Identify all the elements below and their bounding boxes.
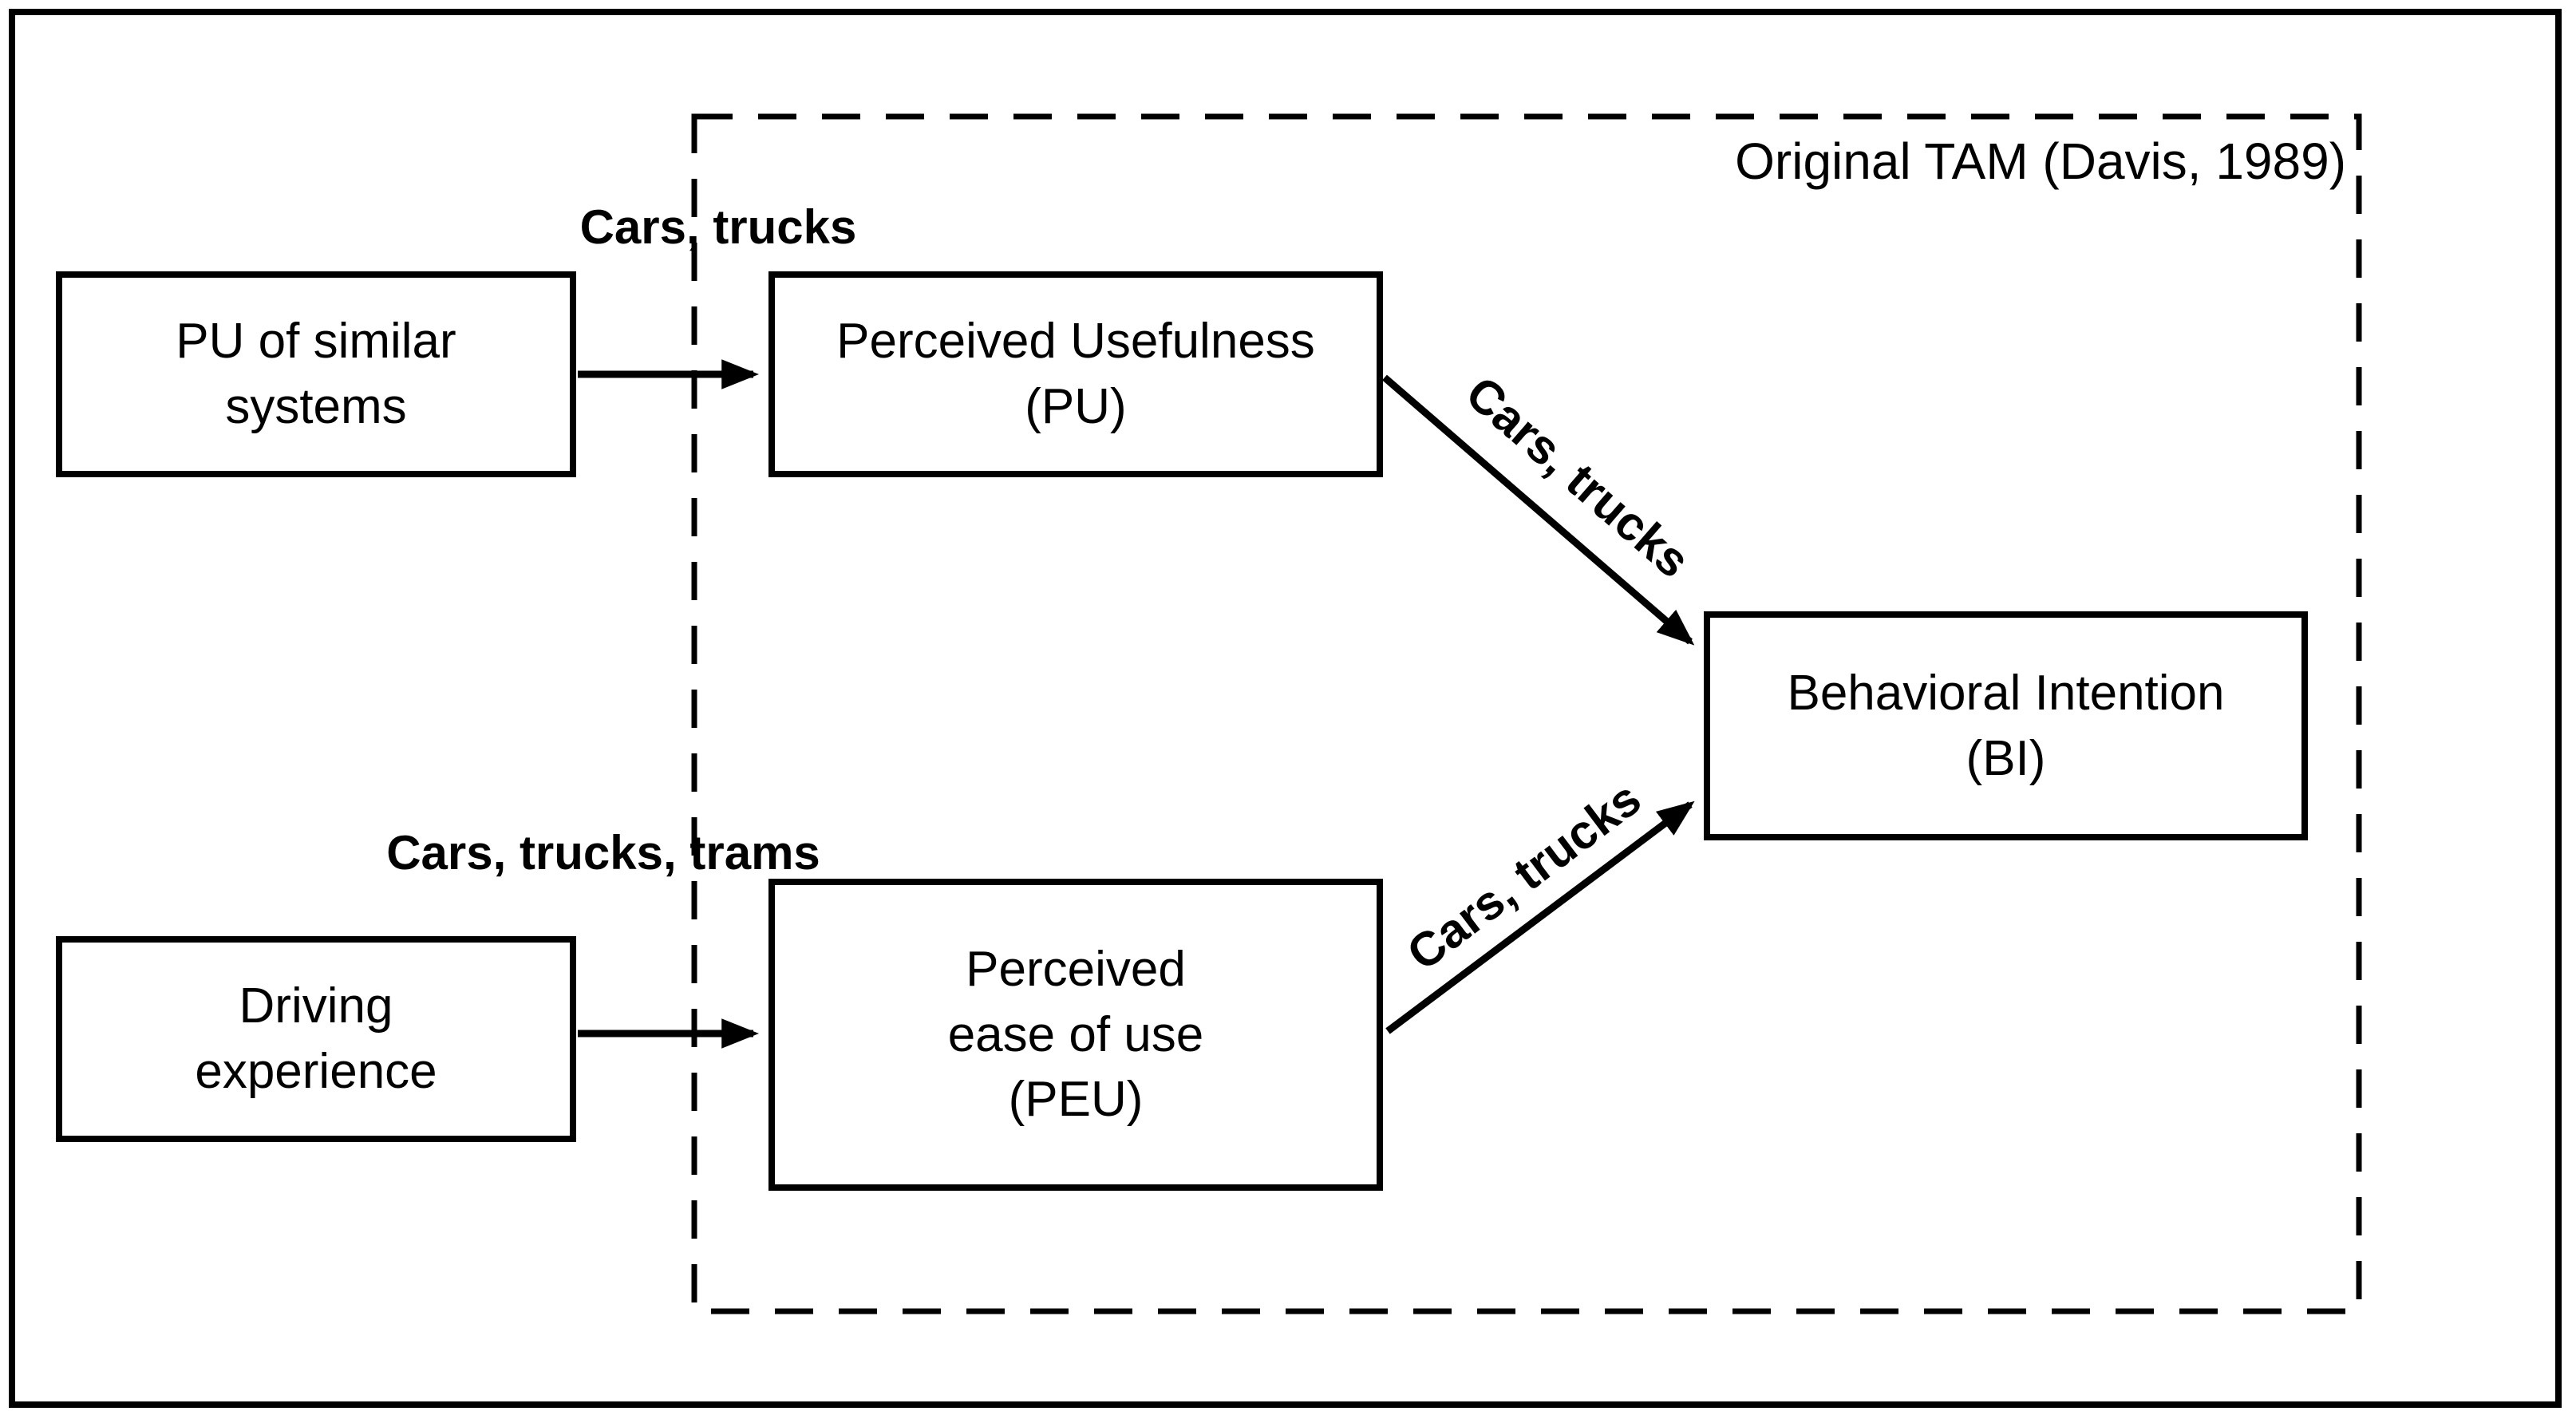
arrow-peu-to-bi	[1385, 800, 1695, 1034]
edge-label-driving-to-peu: Cars, trucks, trams	[386, 826, 820, 879]
tam-boundary-caption: Original TAM (Davis, 1989)	[1735, 132, 2346, 190]
node-behavioral-intention: Behavioral Intention (BI)	[1704, 611, 2308, 840]
arrow-pu-to-bi	[1382, 374, 1695, 646]
edge-label-pu-similar-to-pu: Cars, trucks	[579, 200, 857, 254]
node-pu-of-similar-systems: PU of similar systems	[56, 271, 576, 477]
node-perceived-usefulness: Perceived Usefulness (PU)	[768, 271, 1383, 477]
node-driving-experience: Driving experience	[56, 936, 576, 1142]
outer-frame-border	[9, 9, 2562, 1408]
tam-dashed-boundary	[691, 113, 2362, 1314]
node-perceived-ease-of-use: Perceived ease of use (PEU)	[768, 879, 1383, 1191]
